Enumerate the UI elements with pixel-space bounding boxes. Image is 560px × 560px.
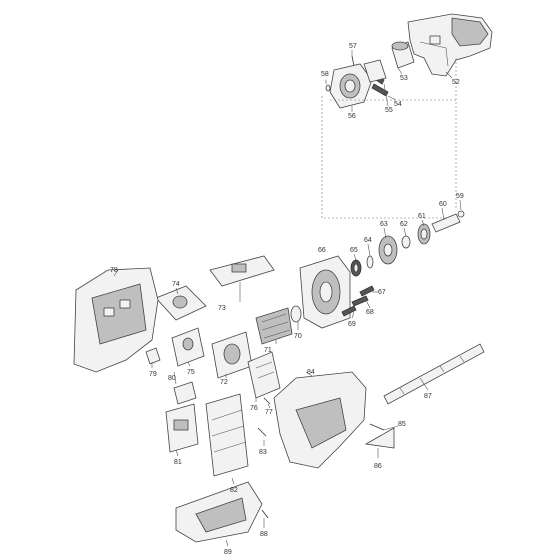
label-68: 68 [366, 309, 374, 316]
label-59: 59 [456, 193, 464, 200]
alignment-guide [321, 58, 460, 219]
label-73: 73 [218, 305, 226, 312]
label-55: 55 [385, 107, 393, 114]
part-81-switch-block [165, 403, 199, 453]
part-74-switch [155, 285, 207, 321]
part-79-block [145, 347, 161, 365]
label-80: 80 [168, 375, 176, 382]
label-58: 58 [321, 71, 329, 78]
label-63: 63 [380, 221, 388, 228]
part-72-field [211, 331, 253, 379]
part-61-gear [417, 223, 431, 245]
part-84-lower-housing [273, 371, 367, 469]
part-76-terminal [247, 351, 281, 399]
label-54: 54 [394, 101, 402, 108]
label-84: 84 [307, 369, 315, 376]
part-57-screw [351, 55, 355, 67]
label-57: 57 [349, 43, 357, 50]
part-60-shaft [431, 213, 461, 233]
label-88: 88 [260, 531, 268, 538]
label-70: 70 [294, 333, 302, 340]
label-52: 52 [452, 79, 460, 86]
part-89-base-plate [175, 481, 263, 543]
label-85: 85 [398, 421, 406, 428]
label-81: 81 [174, 459, 182, 466]
part-83-screw [257, 427, 267, 437]
part-62-washer [401, 235, 411, 249]
part-80-block [173, 381, 197, 405]
part-65-bearing [350, 259, 362, 277]
part-52-housing [407, 13, 493, 77]
label-61: 61 [418, 213, 426, 220]
label-78: 78 [110, 267, 118, 274]
part-labels: 52 53 54 55 56 57 58 59 60 61 62 63 64 6… [110, 43, 464, 556]
part-71-armature [255, 307, 293, 345]
label-87: 87 [424, 393, 432, 400]
label-74: 74 [172, 281, 180, 288]
part-68-screw [351, 295, 369, 307]
label-77: 77 [265, 409, 273, 416]
part-75-brush-holder [171, 327, 205, 367]
label-72: 72 [220, 379, 228, 386]
part-87-hose [383, 343, 485, 405]
part-73-plate [209, 255, 275, 287]
label-60: 60 [439, 201, 447, 208]
part-78-housing-half [73, 267, 159, 373]
part-59-circlip [457, 210, 465, 218]
label-69: 69 [348, 321, 356, 328]
label-56: 56 [348, 113, 356, 120]
part-69-screw [341, 305, 357, 317]
part-67-screw [359, 285, 375, 297]
label-86: 86 [374, 463, 382, 470]
leader-lines [113, 50, 462, 547]
part-66-gear-housing [299, 255, 351, 329]
label-83: 83 [259, 449, 267, 456]
label-53: 53 [400, 75, 408, 82]
part-86-label [364, 427, 395, 449]
label-82: 82 [230, 487, 238, 494]
part-53-sleeve [391, 41, 415, 69]
part-58-pin [325, 84, 331, 92]
part-63-gear [378, 235, 398, 265]
part-77-screw [263, 397, 271, 405]
label-79: 79 [149, 371, 157, 378]
label-64: 64 [364, 237, 372, 244]
part-64-washer [366, 255, 374, 269]
part-82-grill-plate [205, 393, 249, 477]
label-71: 71 [264, 347, 272, 354]
label-62: 62 [400, 221, 408, 228]
label-89: 89 [224, 549, 232, 556]
label-76: 76 [250, 405, 258, 412]
label-75: 75 [187, 369, 195, 376]
part-70-ring [290, 305, 302, 323]
label-65: 65 [350, 247, 358, 254]
part-spindle-cluster [363, 59, 387, 83]
part-85-screw [369, 423, 385, 431]
part-56-flange [329, 63, 373, 109]
label-67: 67 [378, 289, 386, 296]
part-88-screw [261, 509, 269, 519]
label-66: 66 [318, 247, 326, 254]
